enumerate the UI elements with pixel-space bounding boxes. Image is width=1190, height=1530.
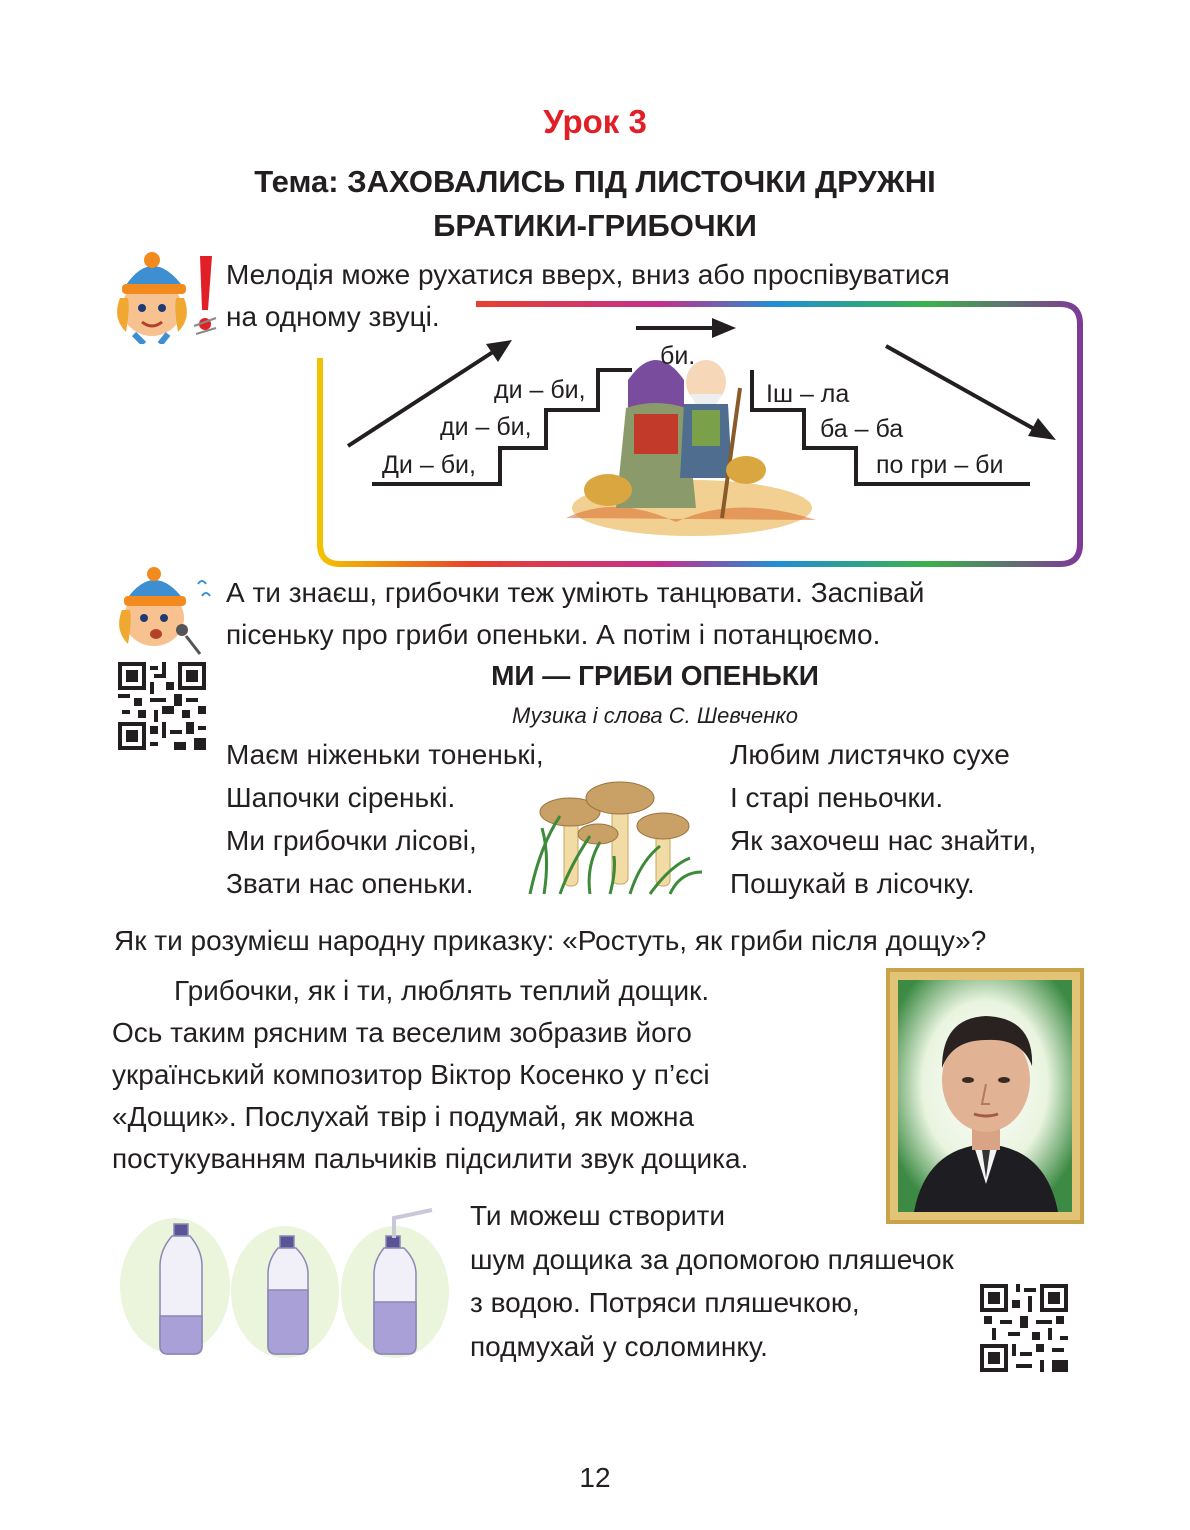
topic-line-1: Тема: ЗАХОВАЛИСЬ ПІД ЛИСТОЧКИ ДРУЖНІ (254, 164, 936, 199)
melody-note-line-2: на одному звуці. (226, 301, 440, 332)
bottles-illustration (120, 1208, 449, 1358)
intro-text: А ти знаєш, грибочки теж уміють танцюват… (226, 572, 924, 656)
page-number: 12 (579, 1462, 611, 1493)
mascot-exclamation-icon (117, 252, 217, 344)
stair-step-2: ди – би, (440, 413, 532, 441)
verse-right: Любим листячко сухе І старі пеньочки. Як… (730, 733, 1036, 905)
intro-line-2: пісеньку про гриби опеньки. А потім і по… (226, 619, 881, 650)
bottles-line: Ти можеш створити (470, 1200, 725, 1231)
verse-line: Як захочеш нас знайти, (730, 825, 1037, 856)
composer-portrait (886, 968, 1084, 1224)
stair-step-3: ди – би, (494, 376, 586, 404)
bottles-line: подмухай у соломинку. (470, 1330, 768, 1362)
paragraph-line: український композитор Віктор Косенко у … (112, 1059, 710, 1090)
stair-step-5: ба – ба (820, 415, 904, 443)
verse-line: Маєм ніженьки тоненькі, (226, 739, 544, 770)
qr-code-icon[interactable] (118, 662, 206, 750)
proverb-question: Як ти розумієш народну приказку: «Ростут… (114, 925, 987, 956)
topic-title: Тема: ЗАХОВАЛИСЬ ПІД ЛИСТОЧКИ ДРУЖНІ БРА… (0, 160, 1190, 248)
song-title: МИ — ГРИБИ ОПЕНЬКИ (491, 660, 819, 691)
song-author: Музика і слова С. Шевченко (512, 703, 798, 728)
topic-line-2: БРАТИКИ-ГРИБОЧКИ (433, 208, 757, 243)
mascot-singing-icon (119, 567, 211, 655)
lesson-title: Урок 3 (543, 103, 647, 140)
melody-note: Мелодія може рухатися вверх, вниз або пр… (226, 254, 950, 338)
stair-step-1: Ди – би, (382, 451, 476, 479)
bottles-line: з водою. Потряси пляшечкою, (470, 1287, 860, 1318)
melody-note-line-1: Мелодія може рухатися вверх, вниз або пр… (226, 259, 950, 290)
kosenko-paragraph: Грибочки, як і ти, люблять теплий дощик.… (112, 970, 842, 1180)
paragraph-line: «Дощик». Послухай твір і подумай, як мож… (112, 1101, 695, 1132)
verse-line: Любим листячко сухе (730, 739, 1010, 770)
mushrooms-illustration (528, 781, 703, 895)
paragraph-line: Грибочки, як і ти, люблять теплий дощик. (174, 975, 710, 1006)
paragraph-line: Ось таким рясним та веселим зобразив йог… (112, 1017, 692, 1048)
bottles-line: шум дощика за допомогою пляшечок (470, 1243, 954, 1275)
verse-line: Шапочки сіренькі. (226, 782, 456, 813)
paragraph-line: постукуванням пальчиків підсилити звук д… (112, 1143, 749, 1174)
verse-line: І старі пеньочки. (730, 782, 944, 813)
verse-line: Звати нас опеньки. (226, 868, 474, 899)
stair-step-4: Іш – ла (766, 380, 850, 408)
qr-code-icon[interactable] (980, 1284, 1068, 1372)
verse-line: Ми грибочки лісові, (226, 825, 477, 856)
intro-line-1: А ти знаєш, грибочки теж уміють танцюват… (226, 577, 925, 608)
stair-step-6: по гри – би (876, 451, 1004, 479)
melody-staircase-diagram (317, 301, 1083, 567)
verse-left: Маєм ніженьки тоненькі, Шапочки сіренькі… (226, 733, 544, 905)
bottles-text: Ти можеш створити шум дощика за допомого… (470, 1194, 954, 1368)
stair-step-top: би. (660, 342, 696, 370)
verse-line: Пошукай в лісочку. (730, 868, 975, 899)
